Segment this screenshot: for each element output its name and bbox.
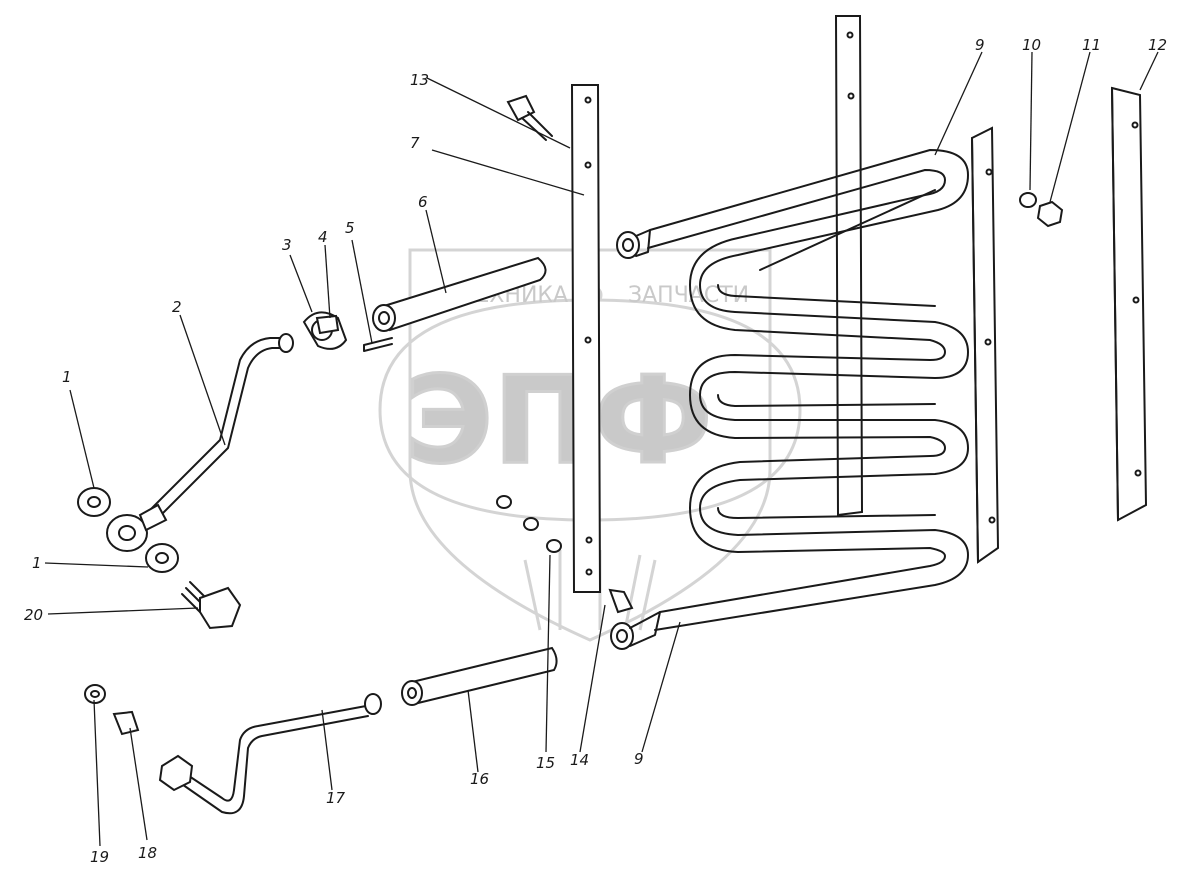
part-4-screw (315, 314, 340, 335)
watermark-logo: ТЕХНИКА ЗАПЧАСТИ ЭПФ (378, 248, 802, 642)
part-12-end-strip (1110, 86, 1148, 522)
callout-14: 14 (570, 751, 589, 769)
callout-6: 6 (418, 193, 428, 211)
callout-9-top: 9 (975, 36, 985, 54)
part-17-lower-pipe (158, 693, 382, 815)
part-13-bolt (506, 94, 553, 141)
part-19-washer (84, 684, 106, 704)
part-20-bolt (181, 581, 242, 630)
callout-16: 16 (470, 770, 489, 788)
leader-lines (44, 51, 1159, 847)
callout-18: 18 (138, 844, 157, 862)
part-7-front-strip (570, 84, 602, 593)
callout-10: 10 (1022, 36, 1041, 54)
part-5-pin (363, 337, 393, 352)
coil-side-bracket (970, 126, 1000, 564)
part-9-heater-coil (610, 149, 969, 650)
part-10-washer (1019, 192, 1037, 208)
rear-vertical-strip (834, 15, 864, 517)
part-1-washer-lower (145, 543, 179, 573)
callout-12: 12 (1148, 36, 1167, 54)
callout-20: 20 (24, 606, 43, 624)
callout-1-lower: 1 (32, 554, 42, 572)
callout-5: 5 (345, 219, 355, 237)
watermark-letters: ЭПФ (405, 352, 713, 491)
callout-13: 13 (410, 71, 429, 89)
part-6-upper-hose (372, 256, 547, 332)
part-14-bolt (608, 588, 634, 614)
callout-3: 3 (282, 236, 292, 254)
part-2-upper-pipe (149, 333, 294, 519)
callout-7: 7 (410, 134, 420, 152)
callout-4: 4 (318, 228, 328, 246)
callout-17: 17 (326, 789, 346, 807)
callout-11: 11 (1082, 36, 1101, 54)
banjo-fitting (106, 503, 168, 552)
callout-2: 2 (172, 298, 182, 316)
part-1-washer-upper (77, 487, 111, 517)
part-11-nut (1036, 200, 1064, 228)
part-18-fitting (112, 710, 140, 736)
part-16-lower-hose (401, 646, 558, 706)
part-15-washers (496, 495, 562, 553)
callout-15: 15 (536, 754, 555, 772)
callout-19: 19 (90, 848, 109, 866)
callout-9-bottom: 9 (634, 750, 644, 768)
callout-1-upper: 1 (62, 368, 72, 386)
callout-labels: 1 1 2 3 4 5 6 7 9 9 10 11 12 13 14 15 16… (24, 36, 1167, 866)
